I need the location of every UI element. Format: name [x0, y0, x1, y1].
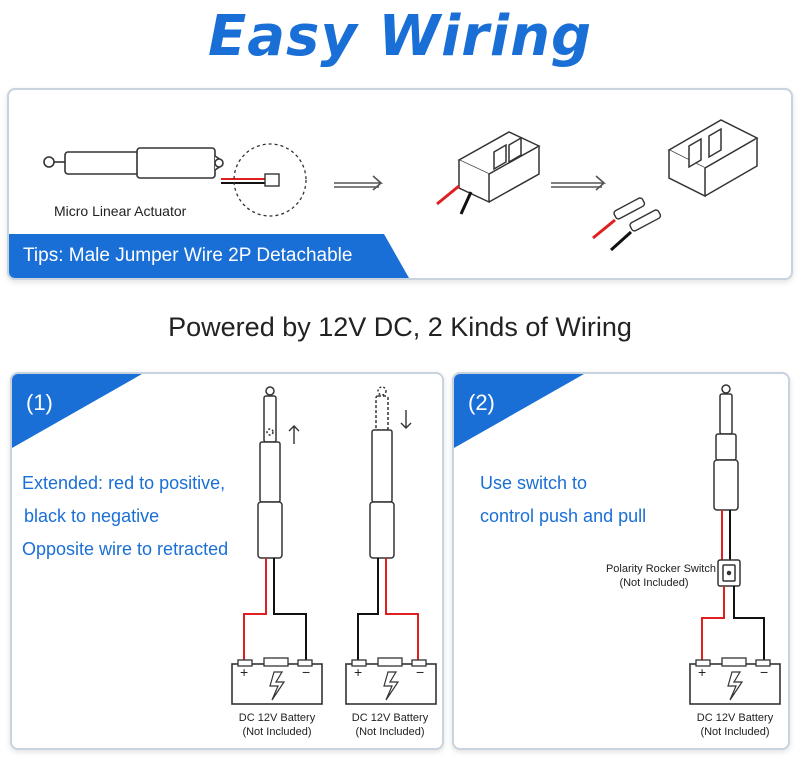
- svg-text:−: −: [416, 664, 424, 680]
- micro-actuator-illustration: [43, 147, 224, 179]
- page-title: Easy Wiring: [207, 4, 593, 69]
- svg-text:−: −: [302, 664, 310, 680]
- lightning-icon: [727, 671, 744, 701]
- jumper-pins-illustration: [613, 197, 662, 232]
- empty-housing-illustration: [667, 119, 759, 198]
- instruction-line: Use switch to: [480, 473, 588, 493]
- arrow-down-icon: [400, 410, 412, 429]
- instruction-line: black to negative: [24, 506, 160, 526]
- actuator-illustration: [713, 384, 739, 511]
- wiring-option-2-panel: (2) Use switch to control push and pull …: [452, 372, 790, 750]
- switch-wiring-diagram: Polarity Rocker Switch (Not Included) + …: [606, 384, 781, 738]
- svg-text:−: −: [760, 664, 768, 680]
- battery-label: DC 12V Battery: [352, 712, 429, 724]
- connector-panel: Micro Linear Actuator: [7, 88, 793, 280]
- battery-a-illustration: + −: [231, 657, 323, 705]
- svg-text:+: +: [354, 664, 362, 680]
- rocker-switch-illustration: [717, 559, 741, 587]
- arrow-right-icon: [334, 175, 384, 191]
- battery-note: (Not Included): [355, 726, 424, 738]
- actuator-retracted-illustration: [369, 386, 395, 559]
- battery-illustration: + −: [689, 657, 781, 705]
- instruction-line: Opposite wire to retracted: [22, 539, 229, 559]
- option-number: (1): [26, 390, 53, 415]
- actuator-extended-illustration: [257, 386, 283, 559]
- svg-text:+: +: [698, 664, 706, 680]
- battery-note: (Not Included): [700, 726, 769, 738]
- battery-label: DC 12V Battery: [239, 712, 316, 724]
- zoom-circle: [233, 143, 307, 217]
- actuator-label: Micro Linear Actuator: [54, 203, 187, 219]
- subtitle: Powered by 12V DC, 2 Kinds of Wiring: [168, 312, 632, 342]
- battery-note: (Not Included): [242, 726, 311, 738]
- lightning-icon: [383, 671, 400, 701]
- switch-note: (Not Included): [619, 577, 688, 589]
- arrow-right-icon: [551, 175, 607, 191]
- battery-label: DC 12V Battery: [697, 712, 774, 724]
- instruction-line: control push and pull: [480, 506, 647, 526]
- arrow-up-icon: [288, 425, 300, 444]
- extend-retract-diagram: + − DC 12V Battery (Not Included) + − DC…: [231, 386, 437, 738]
- wiring-option-1-panel: (1) Extended: red to positive, black to …: [10, 372, 444, 750]
- connector-illustration: Micro Linear Actuator: [43, 119, 759, 252]
- battery-b-illustration: + −: [345, 657, 437, 705]
- lightning-icon: [269, 671, 286, 701]
- connector-housing-illustration: [457, 131, 541, 204]
- instruction-line: Extended: red to positive,: [22, 473, 226, 493]
- tips-banner: Tips: Male Jumper Wire 2P Detachable: [9, 234, 409, 278]
- svg-text:+: +: [240, 664, 248, 680]
- switch-label: Polarity Rocker Switch: [606, 563, 716, 575]
- option-number: (2): [468, 390, 495, 415]
